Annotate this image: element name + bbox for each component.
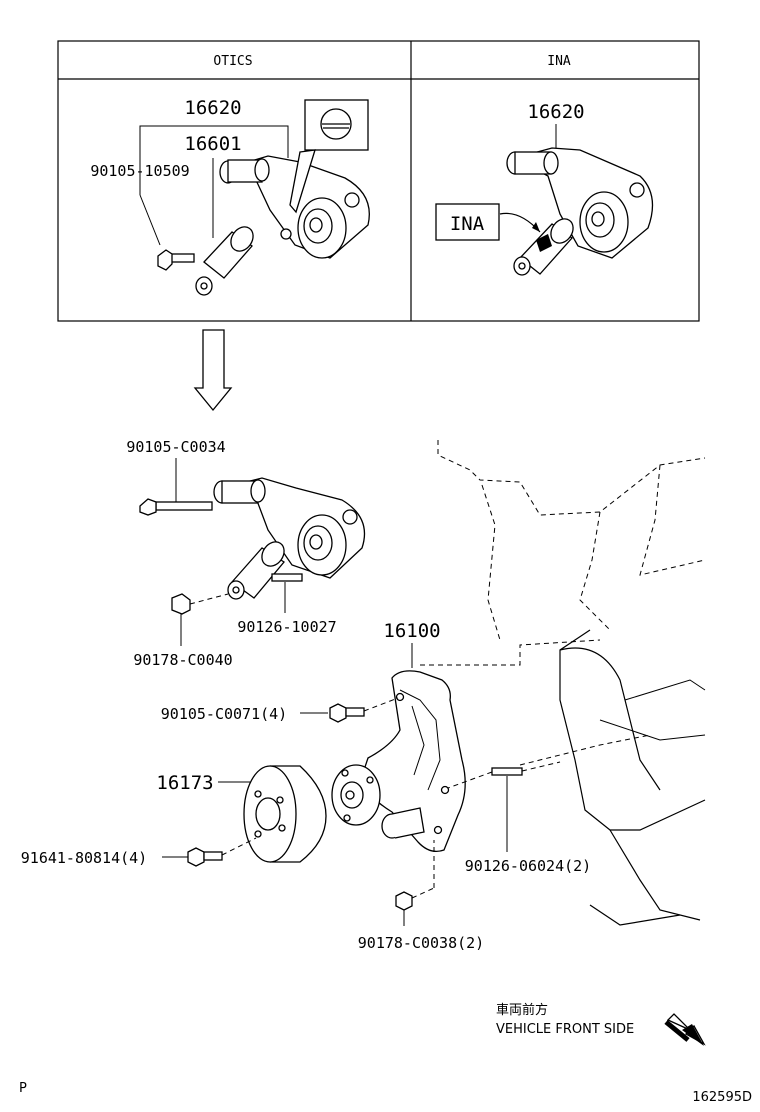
front-arrow-icon bbox=[664, 1013, 706, 1046]
otics-tensioner bbox=[195, 226, 254, 296]
label-water-pump: 16100 bbox=[383, 620, 440, 642]
bolt-long: 90105-C0034 bbox=[126, 438, 226, 516]
header-otics: OTICS bbox=[213, 54, 252, 69]
label-stud-tensioner: 90126-10027 bbox=[237, 618, 336, 636]
pulley: 16173 bbox=[156, 765, 327, 863]
direction-japanese: 車両前方 bbox=[496, 1002, 548, 1018]
label-bolt-pulley: 91641-80814(4) bbox=[21, 849, 147, 867]
nut-pump: 90178-C0038(2) bbox=[358, 840, 484, 952]
ina-tensioner-bracket bbox=[506, 147, 654, 259]
nut-tensioner: 90178-C0040 bbox=[133, 593, 233, 669]
stud-pump: 90126-06024(2) bbox=[447, 761, 591, 875]
tensioner-assembly bbox=[213, 477, 366, 600]
label-pulley: 16173 bbox=[156, 772, 213, 794]
ina-panel: 16620 INA bbox=[435, 101, 654, 276]
otics-tensioner-number: 16601 bbox=[184, 133, 241, 155]
vehicle-front-indicator: 車両前方 VEHICLE FRONT SIDE bbox=[496, 1002, 706, 1046]
otics-tensioner-bracket bbox=[219, 155, 370, 259]
label-stud-pump: 90126-06024(2) bbox=[465, 857, 591, 875]
otics-detail-view bbox=[289, 99, 369, 214]
inset-box: OTICS INA bbox=[57, 40, 700, 322]
ina-tensioner bbox=[513, 218, 574, 276]
otics-assembly-number: 16620 bbox=[184, 97, 241, 119]
stud-tensioner: 90126-10027 bbox=[237, 573, 337, 636]
bolt-pulley: 91641-80814(4) bbox=[21, 837, 257, 867]
header-ina: INA bbox=[547, 54, 571, 69]
svg-text:INA: INA bbox=[450, 213, 485, 235]
down-arrow bbox=[193, 329, 233, 412]
water-pump: 16100 bbox=[331, 620, 466, 853]
diagram-code: 162595D bbox=[692, 1090, 752, 1105]
label-bolt-long: 90105-C0034 bbox=[126, 438, 225, 456]
label-nut-pump: 90178-C0038(2) bbox=[358, 934, 484, 952]
label-bolt-pump: 90105-C0071(4) bbox=[161, 705, 287, 723]
engine-block bbox=[420, 440, 706, 926]
bolt-pump: 90105-C0071(4) bbox=[161, 697, 399, 723]
otics-bolt bbox=[157, 249, 195, 271]
footer-mark: P bbox=[19, 1081, 27, 1096]
label-nut-tensioner: 90178-C0040 bbox=[133, 651, 232, 669]
direction-english: VEHICLE FRONT SIDE bbox=[496, 1022, 634, 1037]
otics-panel: 16620 16601 90105-10509 bbox=[90, 97, 370, 296]
ina-assembly-number: 16620 bbox=[527, 101, 584, 123]
ina-tag: INA bbox=[435, 203, 541, 241]
